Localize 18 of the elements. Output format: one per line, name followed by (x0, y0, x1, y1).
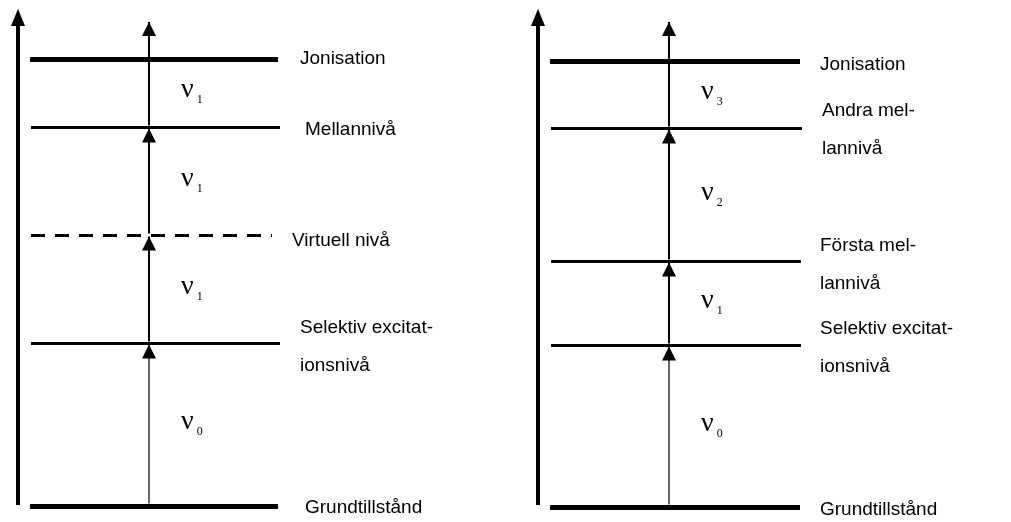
energy-level-label: Grundtillstånd (820, 497, 939, 521)
transition-arrow (142, 343, 156, 505)
energy-level-label: Mellannivå (305, 117, 397, 141)
transition-arrow (662, 261, 676, 345)
transition-arrow (662, 128, 676, 261)
transition-arrow (142, 127, 156, 235)
energy-level-label: Jonisation (300, 46, 387, 70)
energy-level-label: Virtuell nivå (292, 228, 391, 252)
energy-level-label: Andra mel- lannivå (822, 98, 916, 160)
transition-arrow (662, 21, 676, 128)
energy-level-label: Selektiv excitat- ionsnivå (300, 315, 435, 377)
energy-level-label: Selektiv excitat- ionsnivå (820, 316, 955, 378)
energy-level-label: Jonisation (820, 52, 907, 76)
transition-arrow (662, 345, 676, 506)
energy-level-label: Grundtillstånd (305, 495, 424, 519)
transition-arrow (142, 21, 156, 127)
transition-arrow (142, 235, 156, 343)
energy-level-label: Första mel- lannivå (820, 233, 918, 295)
